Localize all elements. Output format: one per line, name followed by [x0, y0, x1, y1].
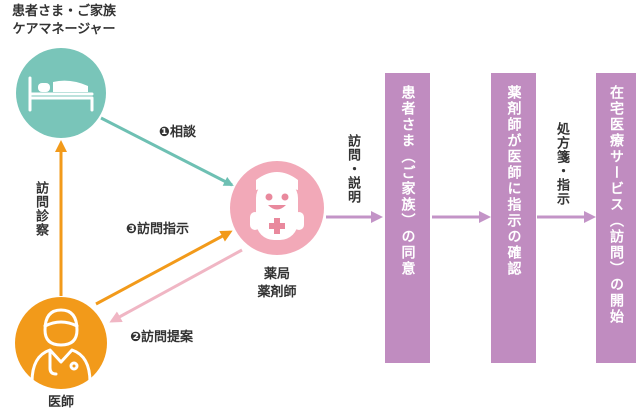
prescription-order-label: 処方箋・指示: [554, 122, 569, 206]
visit-order-arrow: [95, 230, 233, 306]
doctor-label: 医師: [47, 395, 74, 410]
consult-arrow: [100, 116, 234, 187]
step-consent-text: 患者さま（ご家族）の同意: [399, 85, 416, 277]
pharmacist-label-line1: 薬局: [263, 267, 290, 282]
bed-icon: [28, 76, 94, 112]
doctor-icon: [30, 308, 92, 384]
visit-proposal-label: ❷訪問提案: [130, 330, 194, 345]
visit-proposal-arrow: [109, 248, 243, 323]
step-start-box: 在宅医療サービス（訪問）の開始: [596, 73, 636, 363]
patient-label-line2: ケアマネージャー: [12, 22, 116, 37]
patient-label-line1: 患者さま・ご家族: [11, 4, 116, 19]
step-consent-box: 患者さま（ご家族）の同意: [385, 73, 430, 363]
pharmacist-label-line2: 薬剤師: [257, 285, 297, 300]
step-confirm-text: 薬剤師が医師に指示の確認: [505, 85, 522, 277]
pharmacist-node: [230, 161, 324, 255]
doctor-circle: [15, 297, 107, 389]
visit-explain-label: 訪問・説明: [345, 134, 360, 204]
step-confirm-box: 薬剤師が医師に指示の確認: [491, 73, 536, 363]
consult-label: ❶相談: [159, 125, 197, 140]
step-start-text: 在宅医療サービス（訪問）の開始: [608, 85, 624, 325]
visit-exam-label: 訪問診察: [33, 181, 48, 237]
pharmacist-label: 薬局 薬剤師: [237, 266, 317, 302]
visit-order-label: ❸訪問指示: [126, 222, 190, 237]
pharmacist-mascot-icon: [250, 172, 304, 240]
patient-label: 患者さま・ご家族 ケアマネージャー: [0, 3, 128, 39]
patient-node: [16, 48, 106, 138]
doctor-node: [15, 297, 107, 389]
